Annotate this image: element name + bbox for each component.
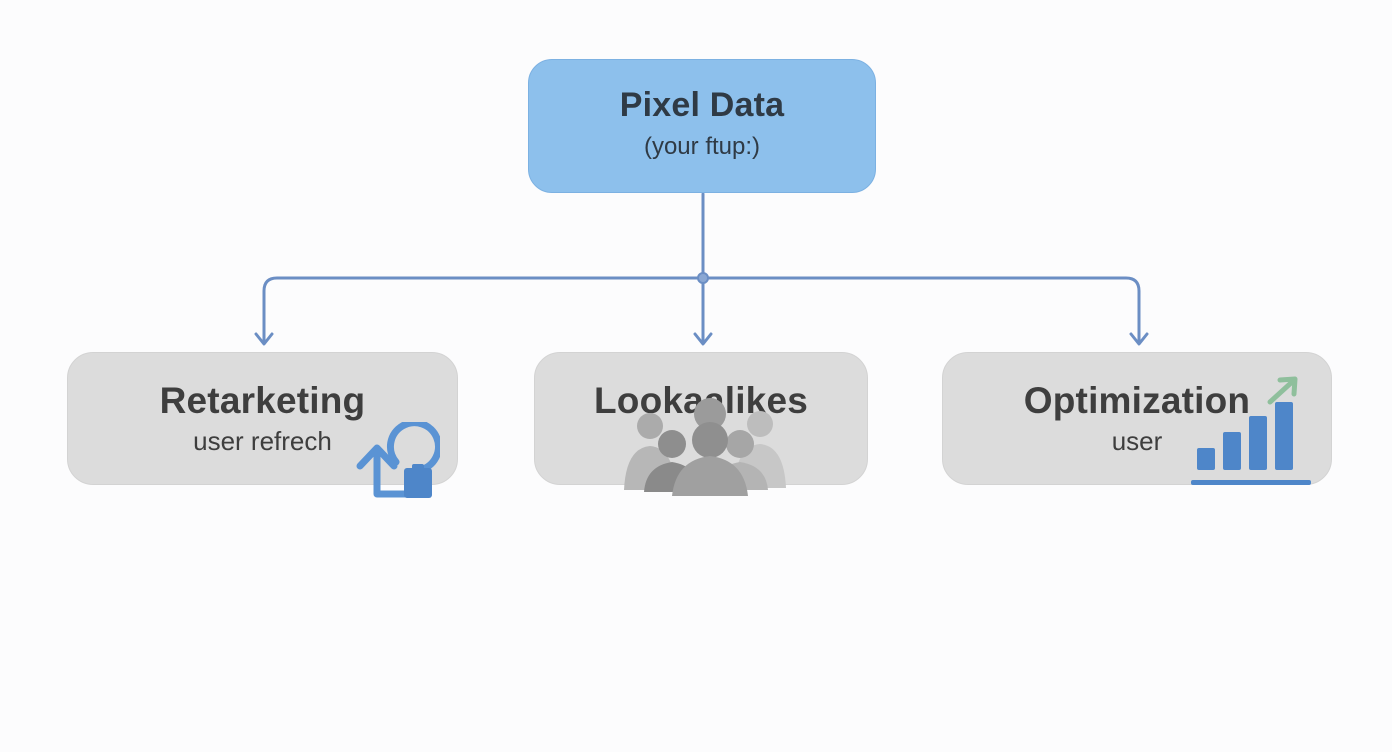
- refresh-cycle-icon: [356, 422, 440, 498]
- optimization-subtitle: user: [1111, 426, 1163, 456]
- pixel-data-node: Pixel Data (your ftup:): [528, 59, 876, 193]
- bar-chart-growth-icon: [1191, 376, 1311, 485]
- arrowhead-left: [254, 332, 274, 346]
- people-group-icon: [624, 398, 786, 496]
- arrowhead-right: [1129, 332, 1149, 346]
- connector-junction: [697, 272, 709, 284]
- pixel-data-subtitle: (your ftup:): [643, 133, 761, 160]
- connector-branch-right: [701, 276, 1141, 344]
- retargeting-subtitle: user refrech: [193, 426, 332, 456]
- optimization-title: Optimization: [1023, 380, 1251, 421]
- retargeting-title: Retarketing: [159, 380, 366, 421]
- arrowhead-center: [693, 332, 713, 346]
- connector-branch-left: [262, 276, 705, 344]
- pixel-data-title: Pixel Data: [619, 86, 785, 124]
